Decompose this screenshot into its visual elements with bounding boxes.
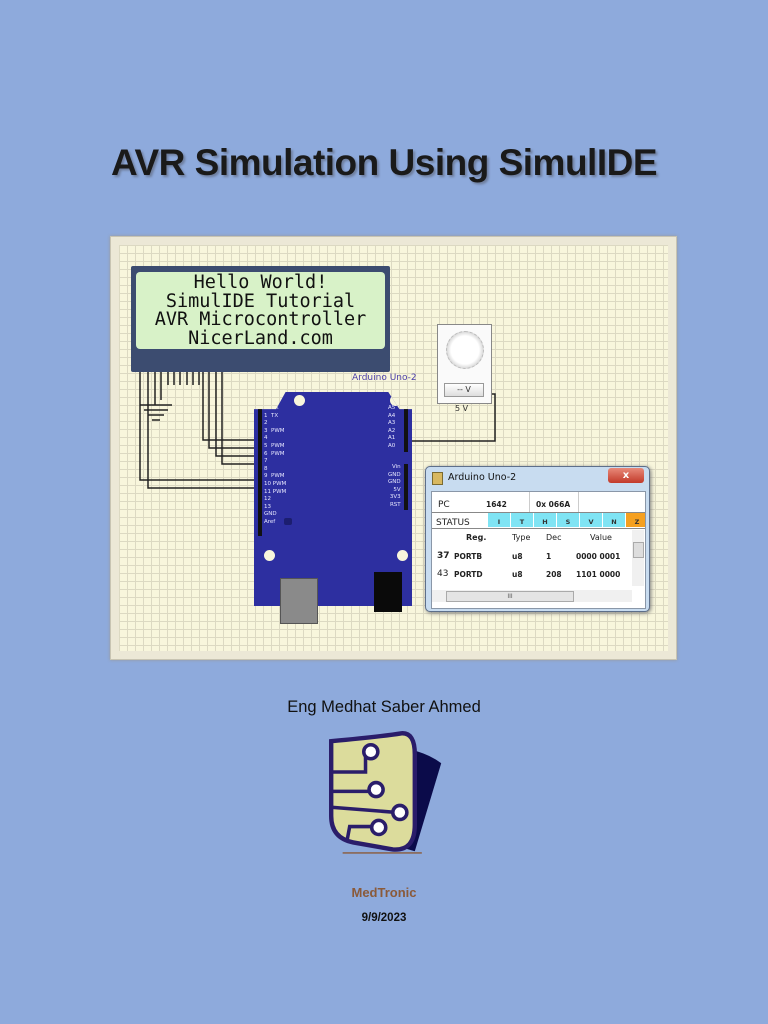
status-label: STATUS	[436, 518, 470, 528]
col-type: Type	[512, 533, 531, 542]
pin-label: 13	[264, 503, 271, 510]
brand-name: MedTronic	[351, 885, 417, 900]
pin-label: 11 PWM	[264, 488, 287, 495]
row-value: 1101 0000	[576, 570, 621, 579]
pin-label: A2	[388, 427, 396, 434]
pin-label: 5 PWM	[264, 442, 285, 449]
pin-label: A0	[388, 442, 396, 449]
pin-label: A1	[388, 435, 396, 442]
row-addr: 43	[437, 569, 449, 579]
pin-label: 3V3	[389, 494, 401, 501]
mcu-monitor-window: Arduino Uno-2 x PC 1642 0x 066A STATUS I…	[425, 466, 650, 612]
pin-label: 12	[264, 496, 271, 503]
pc-hex: 0x 066A	[536, 500, 571, 509]
lcd-line: Hello World!	[193, 272, 328, 293]
pc-dec: 1642	[486, 500, 507, 509]
mount-hole	[264, 550, 275, 561]
medtronic-logo-icon	[329, 731, 442, 854]
right-header-bottom	[404, 464, 408, 510]
close-button[interactable]: x	[608, 468, 644, 483]
pin-label: 4	[264, 435, 268, 442]
pin-label: 9 PWM	[264, 473, 285, 480]
pin-label: 5V	[393, 486, 401, 493]
status-flag: I	[488, 513, 510, 527]
status-flag: T	[511, 513, 533, 527]
row-dec: 208	[546, 570, 562, 579]
board-label: Arduino Uno-2	[352, 373, 417, 383]
row-reg: PORTB	[454, 552, 483, 561]
led	[284, 518, 292, 525]
status-flag: N	[603, 513, 625, 527]
status-flag: H	[534, 513, 556, 527]
pin-label: A4	[388, 412, 396, 419]
voltage-button[interactable]: -- V	[444, 383, 484, 397]
pin-label: RST	[389, 501, 401, 508]
pin-label: Vin	[391, 464, 401, 470]
lcd-screen: Hello World! SimulIDE Tutorial AVR Micro…	[136, 272, 385, 349]
power-jack	[374, 572, 402, 612]
pin-label: 7	[264, 458, 268, 465]
row-addr: 37	[437, 551, 450, 561]
author-name: Eng Medhat Saber Ahmed	[287, 698, 481, 716]
col-value: Value	[590, 533, 612, 542]
status-flag: Z	[626, 513, 645, 527]
lcd-line: NicerLand.com	[188, 327, 333, 349]
row-dec: 1	[546, 552, 552, 561]
pin-label: A3	[388, 420, 396, 427]
row-type: u8	[512, 570, 523, 579]
status-flag: V	[580, 513, 602, 527]
col-reg: Reg.	[466, 533, 487, 542]
pin-label: 1 TX	[264, 412, 279, 419]
row-type: u8	[512, 552, 523, 561]
page-title: AVR Simulation Using SimulIDE	[110, 142, 658, 183]
pin-label: 2	[264, 420, 268, 427]
app-icon	[432, 472, 443, 485]
pin-label: 6 PWM	[264, 450, 285, 457]
usb-connector	[280, 578, 318, 624]
pin-label: A5	[388, 405, 396, 411]
row-value: 0000 0001	[576, 552, 621, 561]
left-header	[258, 406, 262, 536]
horizontal-scrollbar[interactable]: III	[432, 590, 632, 602]
pin-label: GND	[388, 479, 401, 486]
pin-label: 8	[264, 465, 268, 472]
voltage-source[interactable]: -- V	[437, 324, 492, 404]
publication-date: 9/9/2023	[361, 912, 407, 924]
knob-icon[interactable]	[446, 331, 484, 369]
scroll-thumb[interactable]: III	[446, 591, 574, 602]
pin-label: Aref	[264, 518, 276, 525]
col-dec: Dec	[546, 533, 562, 542]
pin-label: 3 PWM	[264, 427, 285, 434]
pin-label: GND	[388, 471, 401, 478]
voltage-label: 5 V	[455, 404, 469, 413]
pin-label: GND	[264, 511, 277, 518]
vertical-scrollbar[interactable]	[632, 530, 644, 586]
mount-hole	[397, 550, 408, 561]
mount-hole	[294, 395, 305, 406]
lcd-line: AVR Microcontroller	[154, 309, 367, 330]
row-reg: PORTD	[454, 570, 483, 579]
lcd-display[interactable]: Hello World! SimulIDE Tutorial AVR Micro…	[131, 266, 390, 372]
window-title: Arduino Uno-2	[448, 472, 517, 483]
status-flag: S	[557, 513, 579, 527]
right-header-top	[404, 406, 408, 452]
pin-label: 10 PWM	[264, 480, 287, 487]
pc-label: PC	[438, 500, 450, 510]
lcd-line: SimulIDE Tutorial	[165, 290, 356, 312]
